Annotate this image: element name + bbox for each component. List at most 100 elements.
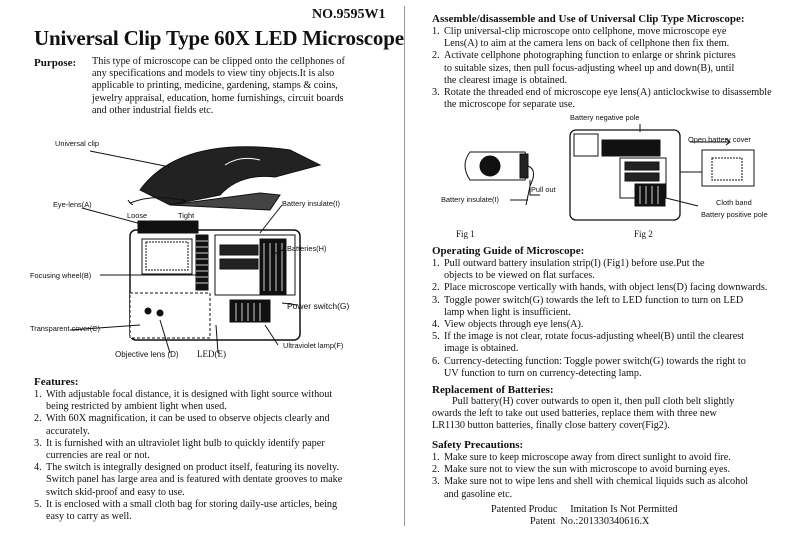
item-text-line: Switch panel has large area and is featu… (46, 474, 343, 486)
item-text-line: easy to carry as well. (46, 511, 132, 523)
item-text-line: being restricted by ambient light when u… (46, 401, 227, 413)
item-number: 5. (432, 331, 440, 343)
item-text-line: image is obtained. (444, 343, 519, 355)
label-focusing-wheel: Focusing wheel(B) (30, 271, 92, 280)
item-number: 2. (432, 282, 440, 294)
battery-figures (464, 124, 755, 221)
item-text-line: Activate cellphone photographing functio… (444, 50, 736, 62)
list-item: 3.Rotate the threaded end of microscope … (432, 87, 798, 111)
replacement-line: LR1130 button batteries, finally close b… (432, 420, 670, 432)
item-text-line: to suitable sizes, then pull focus-adjus… (444, 62, 735, 74)
item-text-line: Place microscope vertically with hands, … (444, 282, 768, 294)
purpose-line: and other industrial fields etc. (92, 104, 214, 116)
item-text-line: If the image is not clear, rotate focus-… (444, 331, 745, 343)
label-loose: Loose (127, 211, 148, 220)
list-item: 2. Activate cellphone photographing funct… (432, 50, 798, 87)
item-text-line: Make sure not to view the sun with micro… (444, 464, 731, 476)
item-number: 3. (432, 87, 440, 99)
item-number: 3. (432, 294, 440, 306)
item-number: 4. (432, 319, 440, 331)
list-item: 5. It is enclosed with a small cloth bag … (34, 499, 402, 523)
item-text-line: With 60X magnification, it can be used t… (46, 413, 330, 425)
purpose-text: This type of microscope can be clipped o… (92, 56, 402, 117)
safety-title: Safety Precautions: (432, 439, 524, 451)
label-universal-clip: Universal clip (55, 139, 99, 148)
item-number: 1. (432, 26, 440, 37)
label-battery-insulate-fig1: Battery insulate(I) (441, 195, 499, 204)
fig1-caption: Fig 1 (456, 229, 475, 239)
list-item: 1. Pull outward battery insulation strip(… (432, 258, 798, 282)
item-number: 1. (432, 452, 440, 463)
list-item: 2. With 60X magnification, it can be used… (34, 413, 402, 437)
label-cloth-band: Cloth band (716, 198, 752, 207)
item-number: 1. (34, 389, 42, 400)
label-battery-negative-pole: Battery negative pole (570, 113, 640, 122)
label-uv-lamp: Ultraviolet lamp(F) (283, 341, 344, 350)
label-eye-lens: Eye-lens(A) (53, 200, 92, 209)
list-item: 3. Toggle power switch(G) towards the lef… (432, 295, 798, 319)
label-battery-positive-pole: Battery positive pole (701, 210, 768, 219)
item-number: 1. (432, 258, 440, 269)
features-list: 1. With adjustable focal distance, it is … (34, 389, 402, 523)
label-objective-lens: Objective lens (D) (115, 350, 179, 359)
item-number: 6. (432, 355, 440, 367)
operating-title: Operating Guide of Microscope: (432, 245, 585, 257)
list-item: 1. With adjustable focal distance, it is … (34, 389, 402, 413)
list-item: 2. Place microscope vertically with hands… (432, 282, 798, 294)
footer-patent-no: Patent No.:201330340616.X (530, 516, 650, 527)
item-text-line: Toggle power switch(G) towards the left … (444, 294, 744, 306)
item-text-line: Make sure to keep microscope away from d… (444, 452, 731, 463)
label-pull-out: Pull out (531, 185, 556, 194)
item-number: 2. (34, 413, 42, 425)
replacement-title: Replacement of Batteries: (432, 384, 554, 396)
list-item: 6. Currency-detecting function: Toggle po… (432, 356, 798, 380)
purpose-line: any specifications and models to view ti… (92, 68, 335, 80)
item-number: 4. (34, 462, 42, 474)
label-power-switch: Power switch(G) (287, 301, 350, 311)
label-open-battery-cover: Open battery cover (688, 135, 751, 144)
microscope-diagram (69, 146, 322, 354)
item-text-line: the microscope for separate use. (444, 99, 575, 111)
item-text-line: Currency-detecting function: Toggle powe… (444, 355, 746, 367)
purpose-label: Purpose: (34, 57, 77, 69)
list-item: 3. Make sure not to wipe lens and shell w… (432, 476, 798, 500)
item-text-line: switch skid-proof and easy to use. (46, 486, 185, 498)
item-number: 5. (34, 498, 42, 510)
assemble-title: Assemble/disassemble and Use of Universa… (432, 13, 745, 25)
item-number: 3. (432, 476, 440, 488)
label-transparent-cover: Transparent cover(C) (30, 324, 100, 333)
item-text-line: objects to be viewed on flat surfaces. (444, 270, 595, 282)
list-item: 4. The switch is integrally designed on p… (34, 462, 402, 499)
item-text-line: With adjustable focal distance, it is de… (46, 389, 333, 400)
item-text-line: Lens(A) to aim at the camera lens on bac… (444, 38, 730, 50)
list-item: 5. If the image is not clear, rotate focu… (432, 331, 798, 355)
page-title: Universal Clip Type 60X LED Microscope (34, 26, 404, 50)
replacement-text: Pull battery(H) cover outwards to open i… (432, 396, 798, 433)
item-number: 2. (432, 50, 440, 62)
item-text-line: The switch is integrally designed on pro… (46, 462, 340, 474)
item-text-line: currencies are real or not. (46, 450, 150, 462)
replacement-line: owards the left to take out used batteri… (432, 408, 717, 420)
item-text-line: Make sure not to wipe lens and shell wit… (444, 476, 749, 488)
replacement-line: Pull battery(H) cover outwards to open i… (452, 396, 735, 407)
purpose-line: jewelry appraisal, education, home furni… (92, 92, 344, 104)
purpose-line: This type of microscope can be clipped o… (92, 56, 345, 67)
fig2-caption: Fig 2 (634, 229, 653, 239)
item-text-line: It is furnished with an ultraviolet ligh… (46, 437, 325, 449)
list-item: 1. Make sure to keep microscope away from… (432, 452, 798, 464)
features-title: Features: (34, 376, 79, 388)
label-led: LED(E) (197, 349, 226, 359)
list-item: 3.It is furnished with an ultraviolet li… (34, 438, 402, 462)
item-text-line: the clearest image is obtained. (444, 74, 568, 86)
safety-list: 1. Make sure to keep microscope away from… (432, 452, 798, 501)
item-text-line: UV function to turn on currency-detectin… (444, 367, 642, 379)
item-text-line: lamp when light is insufficient. (444, 306, 571, 318)
model-number: NO.9595W1 (312, 7, 386, 22)
operating-list: 1. Pull outward battery insulation strip(… (432, 258, 798, 380)
item-text-line: accurately. (46, 425, 90, 437)
label-tight: Tight (178, 211, 195, 220)
item-text-line: Pull outward battery insulation strip(I)… (444, 258, 705, 269)
purpose-line: applicable to printing, medicine, garden… (92, 80, 338, 92)
item-text-line: It is enclosed with a small cloth bag fo… (46, 498, 338, 510)
column-divider (404, 6, 405, 526)
